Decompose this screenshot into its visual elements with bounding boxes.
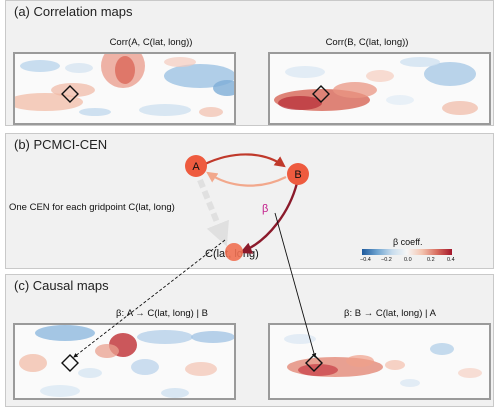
corr-b-map [268,52,491,125]
colorbar-tick: 0.2 [427,257,435,263]
panel-a-title: (a) Correlation maps [14,4,133,19]
cen-description: One CEN for each gridpoint C(lat, long) [9,202,175,213]
beta-label: β [262,203,269,215]
causal-b-map-title: β: B → C(lat, long) | A [344,308,436,319]
panel-c-title: (c) Causal maps [14,278,109,293]
colorbar-tick: −0.2 [381,257,392,263]
causal-b-field [284,334,482,387]
legend-title: β coeff. [393,237,423,247]
causal-a-map [13,323,236,400]
corr-b-map-title: Corr(B, C(lat, long)) [325,37,409,48]
causal-a-field [19,325,234,398]
colorbar-tick: 0.0 [404,257,412,263]
colorbar-tick: 0.4 [447,257,455,263]
causal-a-map-title: β: A → C(lat, long) | B [116,308,208,319]
node-c-label: C(lat, long) [205,248,259,260]
colorbar-tick: −0.4 [360,257,371,263]
corr-a-map-title: Corr(A, C(lat, long)) [109,37,193,48]
beta-colorbar [362,249,452,255]
causal-b-map [268,323,491,400]
corr-b-field [274,57,478,115]
panel-b-title: (b) PCMCI-CEN [14,137,108,152]
colorbar-ticks: −0.4 −0.2 0.0 0.2 0.4 [360,257,460,265]
corr-a-map [13,52,236,125]
corr-a-field [15,54,234,117]
